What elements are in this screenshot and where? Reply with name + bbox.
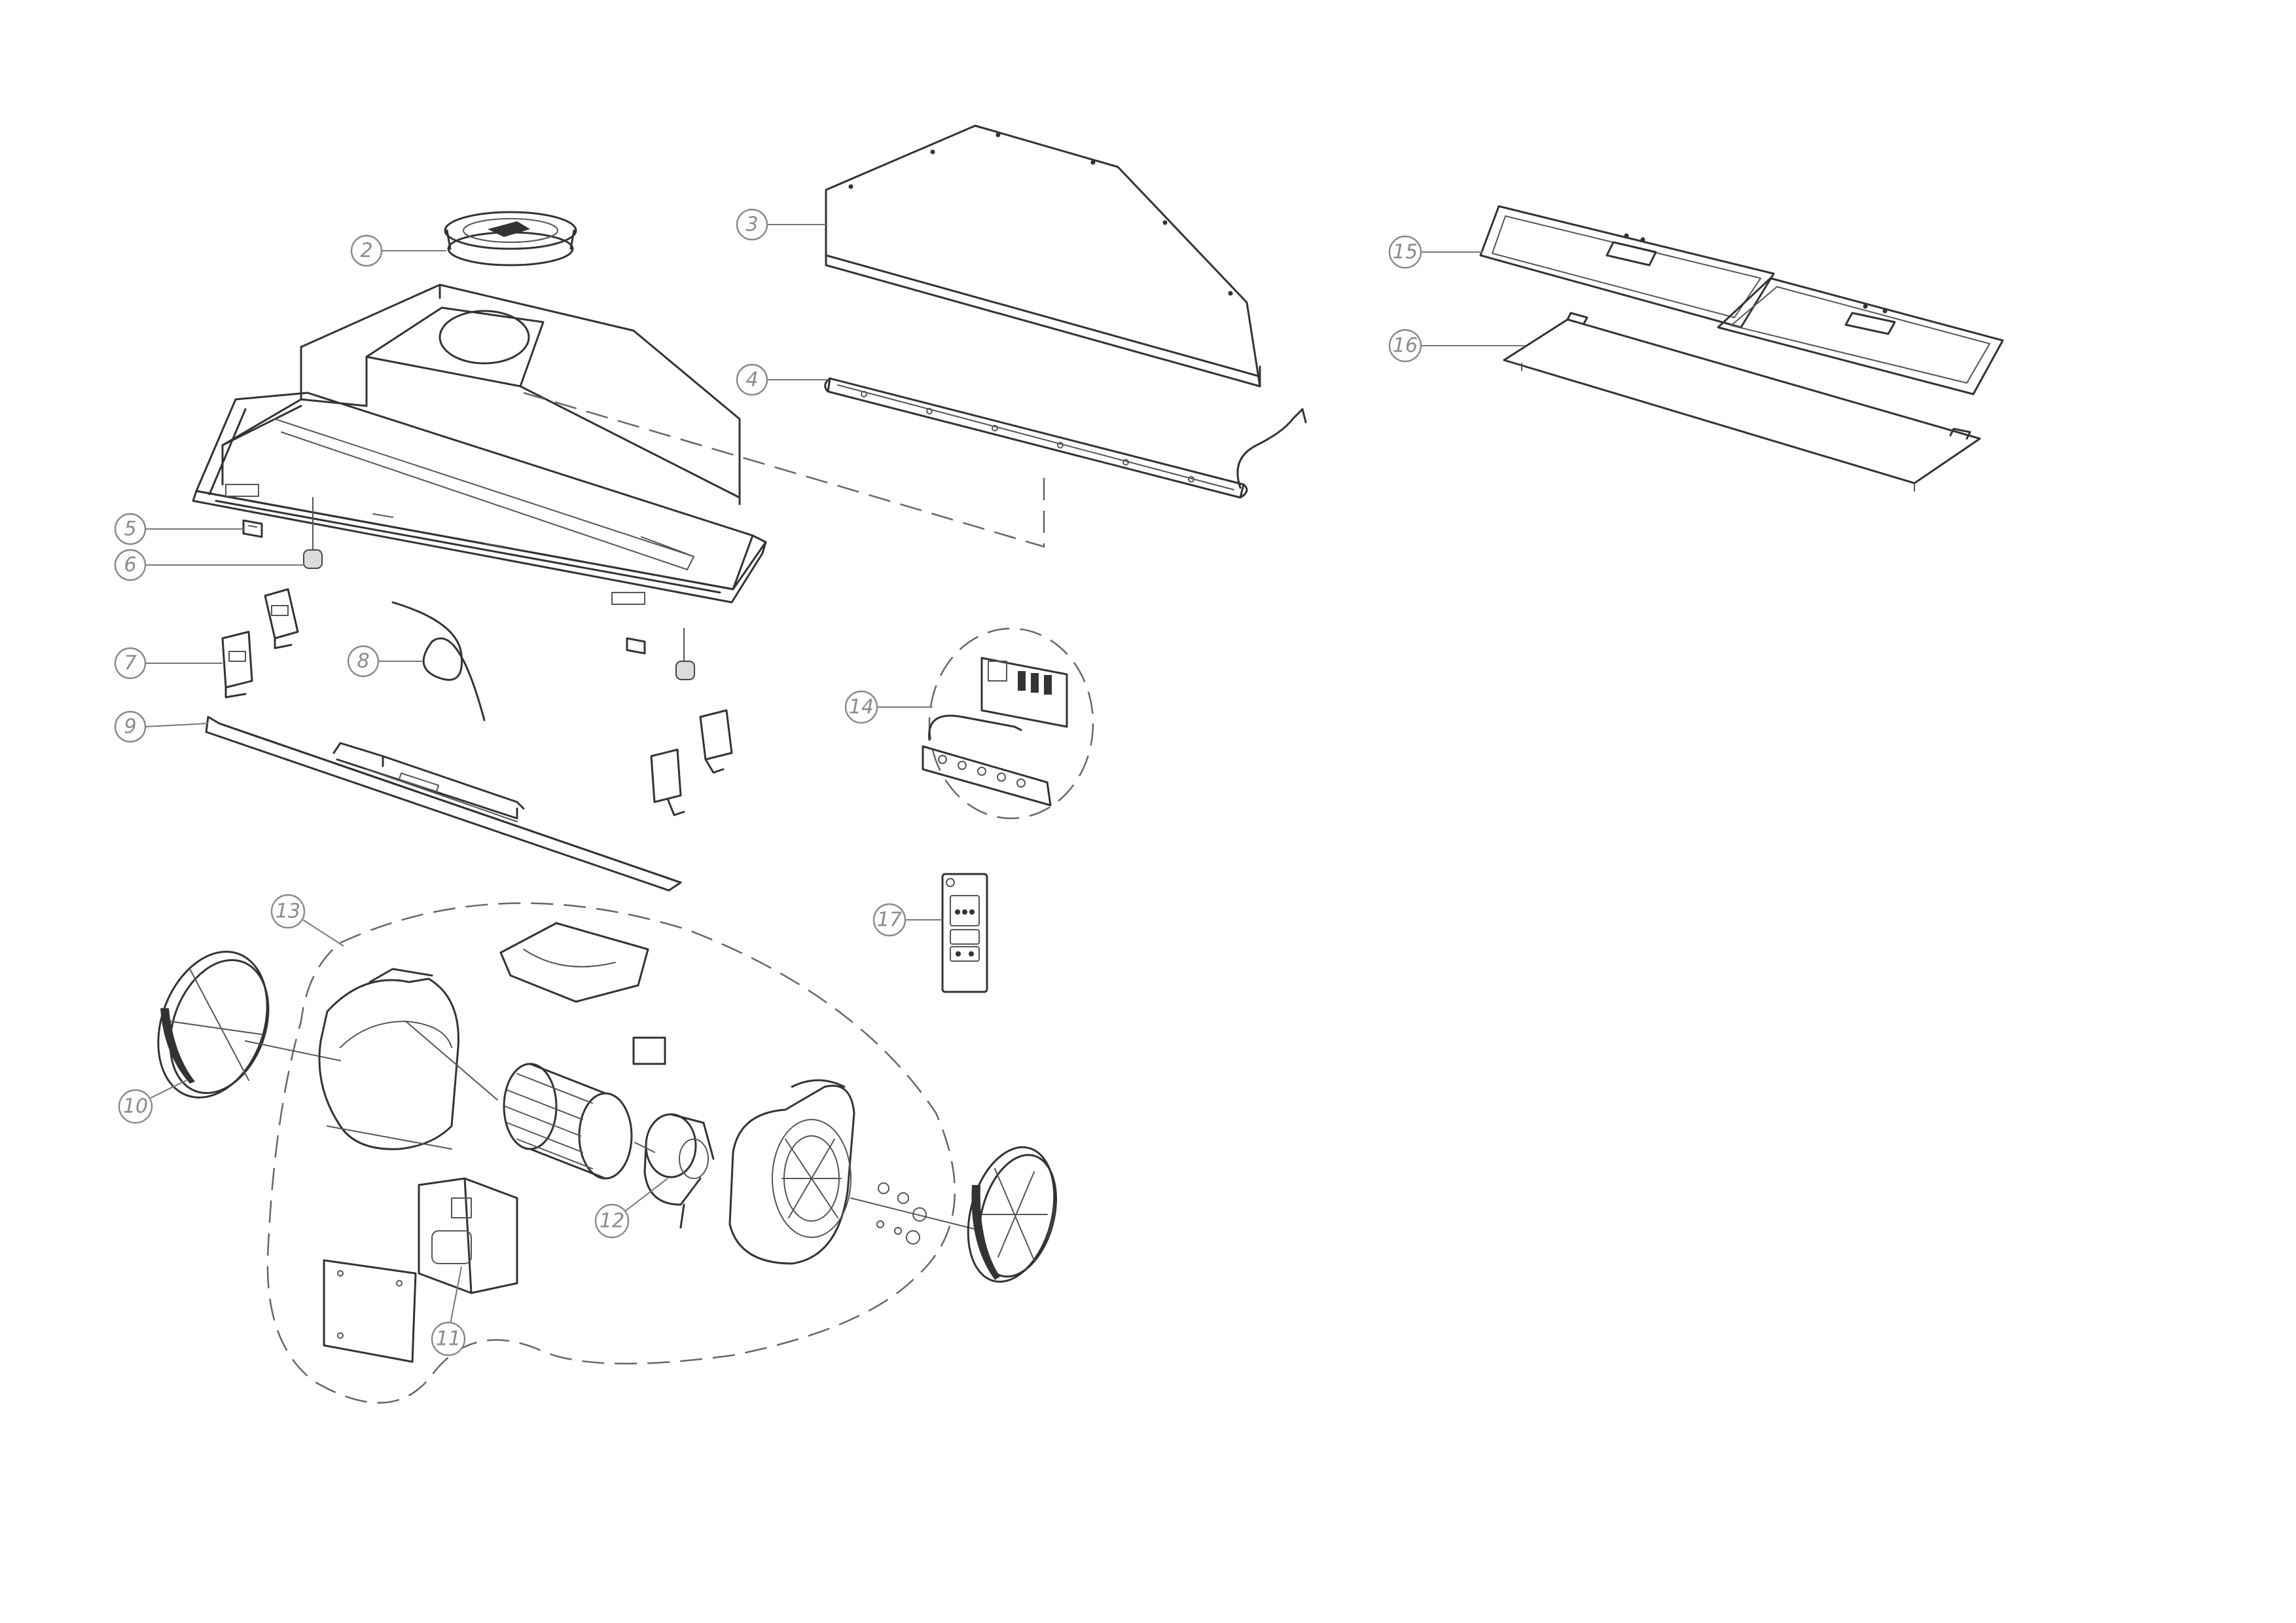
- part-duct-collar: [444, 211, 577, 266]
- callout-12: 12: [594, 1178, 668, 1239]
- part-cable: [391, 601, 486, 721]
- callout-16: 16: [1388, 329, 1525, 363]
- svg-text:9: 9: [124, 716, 136, 739]
- svg-text:12: 12: [600, 1210, 624, 1233]
- svg-text:17: 17: [877, 909, 902, 932]
- part-grease-filters: [1479, 205, 2004, 395]
- part-remote-control: [941, 873, 988, 993]
- part-led-light-bar: [824, 377, 1307, 499]
- callout-6: 6: [114, 549, 304, 581]
- part-hood-body: [192, 283, 1045, 662]
- part-blower-assembly: [266, 902, 956, 1404]
- part-capacitor-bracket: [323, 1177, 518, 1363]
- svg-text:14: 14: [849, 696, 874, 719]
- part-blower-housing-right: [728, 1079, 982, 1265]
- svg-text:6: 6: [124, 554, 136, 577]
- svg-text:5: 5: [124, 518, 136, 541]
- svg-text:7: 7: [124, 652, 136, 675]
- callout-14: 14: [844, 690, 933, 724]
- callout-8: 8: [347, 645, 422, 678]
- part-filter-cover: [1503, 312, 1981, 492]
- svg-text:13: 13: [276, 900, 300, 923]
- svg-text:3: 3: [745, 213, 758, 236]
- callout-17: 17: [872, 903, 942, 937]
- part-control-board: [922, 627, 1094, 820]
- callout-7: 7: [114, 647, 223, 680]
- svg-text:10: 10: [123, 1095, 148, 1118]
- part-top-cover: [825, 124, 1261, 388]
- callout-3: 3: [736, 208, 826, 241]
- svg-text:11: 11: [436, 1328, 461, 1351]
- svg-text:4: 4: [745, 369, 758, 392]
- callout-4: 4: [736, 363, 828, 396]
- callout-2: 2: [350, 234, 446, 267]
- svg-text:8: 8: [357, 650, 369, 673]
- part-motor: [634, 1113, 715, 1229]
- svg-text:2: 2: [360, 240, 372, 263]
- part-charcoal-filter-right: [967, 1146, 1058, 1283]
- svg-text:16: 16: [1393, 335, 1418, 357]
- part-lower-panel: [205, 716, 682, 892]
- part-charcoal-filter-left: [157, 951, 341, 1099]
- svg-text:15: 15: [1393, 241, 1418, 264]
- callout-11: 11: [431, 1266, 466, 1357]
- part-blower-housing-left: [318, 968, 498, 1150]
- callout-9: 9: [114, 710, 209, 743]
- callout-5: 5: [114, 513, 243, 545]
- callout-13: 13: [270, 894, 344, 947]
- part-mounting-clips: [221, 588, 733, 816]
- part-light-bulb: [303, 549, 695, 680]
- callout-10: 10: [118, 1080, 187, 1124]
- part-small-bracket: [242, 519, 646, 655]
- callout-15: 15: [1388, 235, 1482, 269]
- part-fan-wheel: [503, 1063, 633, 1180]
